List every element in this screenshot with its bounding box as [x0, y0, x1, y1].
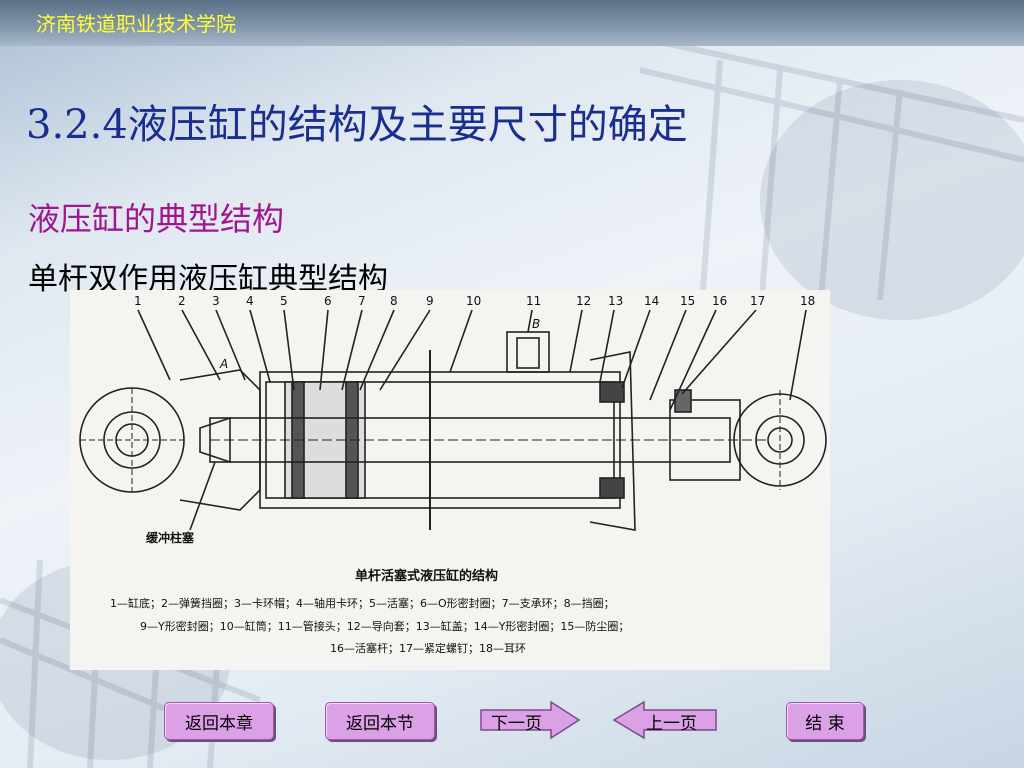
legend-line-1: 1—缸底；2—弹簧挡圈；3—卡环帽；4—轴用卡环；5—活塞；6—O形密封圈；7—… [110, 597, 615, 610]
part-number-label: 18 [800, 294, 815, 308]
next-page-label: 下一页 [491, 714, 542, 734]
part-number-label: 13 [608, 294, 623, 308]
header-bar [0, 0, 1024, 46]
marker-b: B [532, 317, 540, 331]
part-number-label: 1 [134, 294, 142, 308]
part-number-label: 6 [324, 294, 332, 308]
back-to-chapter-button[interactable]: 返回本章 [164, 702, 274, 740]
end-button[interactable]: 结 束 [786, 702, 864, 740]
part-number-label: 15 [680, 294, 695, 308]
part-number-label: 11 [526, 294, 541, 308]
cushion-plunger-label: 缓冲柱塞 [146, 530, 195, 545]
part-number-label: 16 [712, 294, 727, 308]
section-heading: 液压缸的典型结构 [28, 200, 285, 238]
part-number-label: 12 [576, 294, 591, 308]
back-to-section-button[interactable]: 返回本节 [325, 702, 435, 740]
part-number-label: 9 [426, 294, 434, 308]
figure-caption: 单杆活塞式液压缸的结构 [355, 569, 499, 584]
part-number-label: 4 [246, 294, 254, 308]
page-title: 3.2.4液压缸的结构及主要尺寸的确定 [26, 102, 688, 148]
part-number-label: 10 [466, 294, 481, 308]
school-name: 济南铁道职业技术学院 [36, 12, 236, 36]
part-number-label: 14 [644, 294, 659, 308]
part-number-label: 8 [390, 294, 398, 308]
legend-line-3: 16—活塞杆；17—紧定螺钉；18—耳环 [330, 642, 526, 655]
part-number-label: 7 [358, 294, 366, 308]
previous-page-button[interactable]: 上一页 [610, 700, 718, 740]
part-number-label: 5 [280, 294, 288, 308]
part-number-label: 2 [178, 294, 186, 308]
left-arrow-icon [612, 700, 717, 740]
right-arrow-icon [480, 700, 581, 740]
next-page-button[interactable]: 下一页 [479, 700, 583, 740]
marker-a: A [219, 357, 228, 371]
legend-line-2: 9—Y形密封圈；10—缸筒；11—管接头；12—导向套；13—缸盖；14—Y形密… [140, 620, 630, 633]
part-number-label: 3 [212, 294, 220, 308]
part-number-label: 17 [750, 294, 765, 308]
previous-page-label: 上一页 [646, 714, 697, 734]
